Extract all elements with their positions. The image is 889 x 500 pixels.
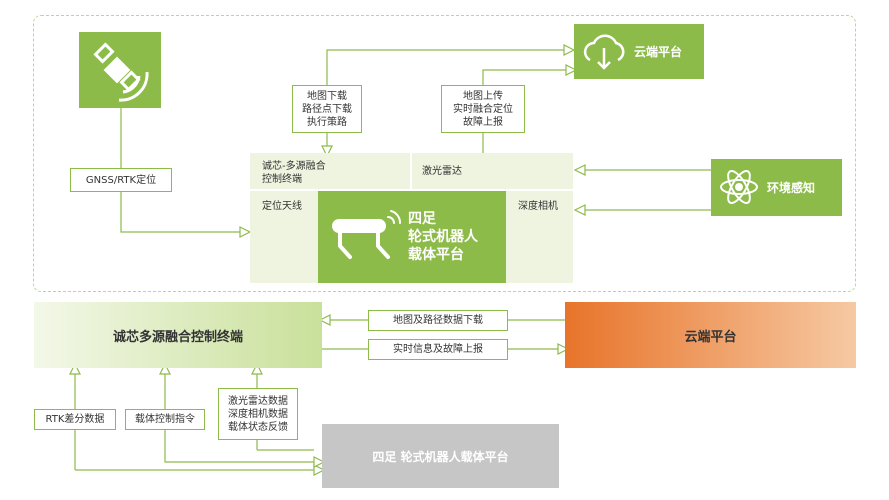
sensor-line-2: 深度相机数据 bbox=[228, 408, 288, 420]
robot-line-2: 轮式机器人 bbox=[408, 229, 478, 245]
bottom-robot-box: 四足 轮式机器人载体平台 bbox=[322, 424, 559, 488]
control-label: 载体控制指令 bbox=[125, 409, 205, 430]
atom-icon bbox=[720, 170, 758, 204]
depth-camera-label: 深度相机 bbox=[518, 201, 558, 212]
realtime-upload-label: 实时信息及故障上报 bbox=[368, 339, 508, 360]
top-diagram-frame bbox=[33, 15, 856, 292]
sensor-data-label: 激光雷达数据 深度相机数据 载体状态反馈 bbox=[218, 388, 298, 440]
upload-line-2: 实时融合定位 bbox=[453, 103, 513, 115]
sensor-line-1: 激光雷达数据 bbox=[228, 395, 288, 407]
antenna-label: 定位天线 bbox=[262, 201, 302, 212]
gnss-label: GNSS/RTK定位 bbox=[70, 168, 172, 192]
download-line-2: 路径点下载 bbox=[302, 103, 352, 115]
download-line-3: 执行策路 bbox=[307, 116, 347, 128]
robot-dog-icon bbox=[332, 210, 402, 259]
cloud-platform-box: 云端平台 bbox=[574, 24, 704, 79]
download-label: 地图下载 路径点下载 执行策路 bbox=[292, 85, 362, 133]
satellite-icon bbox=[93, 42, 149, 102]
lidar-label: 激光雷达 bbox=[422, 166, 462, 177]
bottom-terminal-box: 诚芯多源融合控制终端 bbox=[34, 302, 322, 368]
terminal-line-1: 诚芯-多源融合 bbox=[262, 161, 326, 172]
terminal-label: 诚芯-多源融合 控制终端 bbox=[262, 160, 326, 186]
sensor-line-3: 载体状态反馈 bbox=[228, 421, 288, 433]
environment-label: 环境感知 bbox=[767, 181, 816, 195]
upload-label: 地图上传 实时融合定位 故障上报 bbox=[441, 85, 525, 133]
satellite-box bbox=[79, 32, 161, 108]
download-line-1: 地图下载 bbox=[307, 90, 347, 102]
robot-platform-label: 四足 轮式机器人 载体平台 bbox=[408, 210, 478, 264]
map-download-label: 地图及路径数据下载 bbox=[368, 310, 508, 331]
upload-line-3: 故障上报 bbox=[463, 116, 503, 128]
robot-platform-box: 四足 轮式机器人 载体平台 bbox=[318, 191, 506, 283]
robot-line-3: 载体平台 bbox=[408, 247, 464, 263]
cloud-platform-label: 云端平台 bbox=[634, 45, 683, 59]
environment-box: 环境感知 bbox=[711, 159, 842, 216]
terminal-line-2: 控制终端 bbox=[262, 174, 302, 185]
rtk-label: RTK差分数据 bbox=[34, 409, 116, 430]
cloud-download-icon bbox=[583, 34, 625, 70]
bottom-cloud-box: 云端平台 bbox=[565, 302, 856, 368]
divider bbox=[410, 153, 412, 189]
robot-line-1: 四足 bbox=[408, 211, 436, 227]
upload-line-1: 地图上传 bbox=[463, 90, 503, 102]
divider bbox=[250, 189, 573, 191]
